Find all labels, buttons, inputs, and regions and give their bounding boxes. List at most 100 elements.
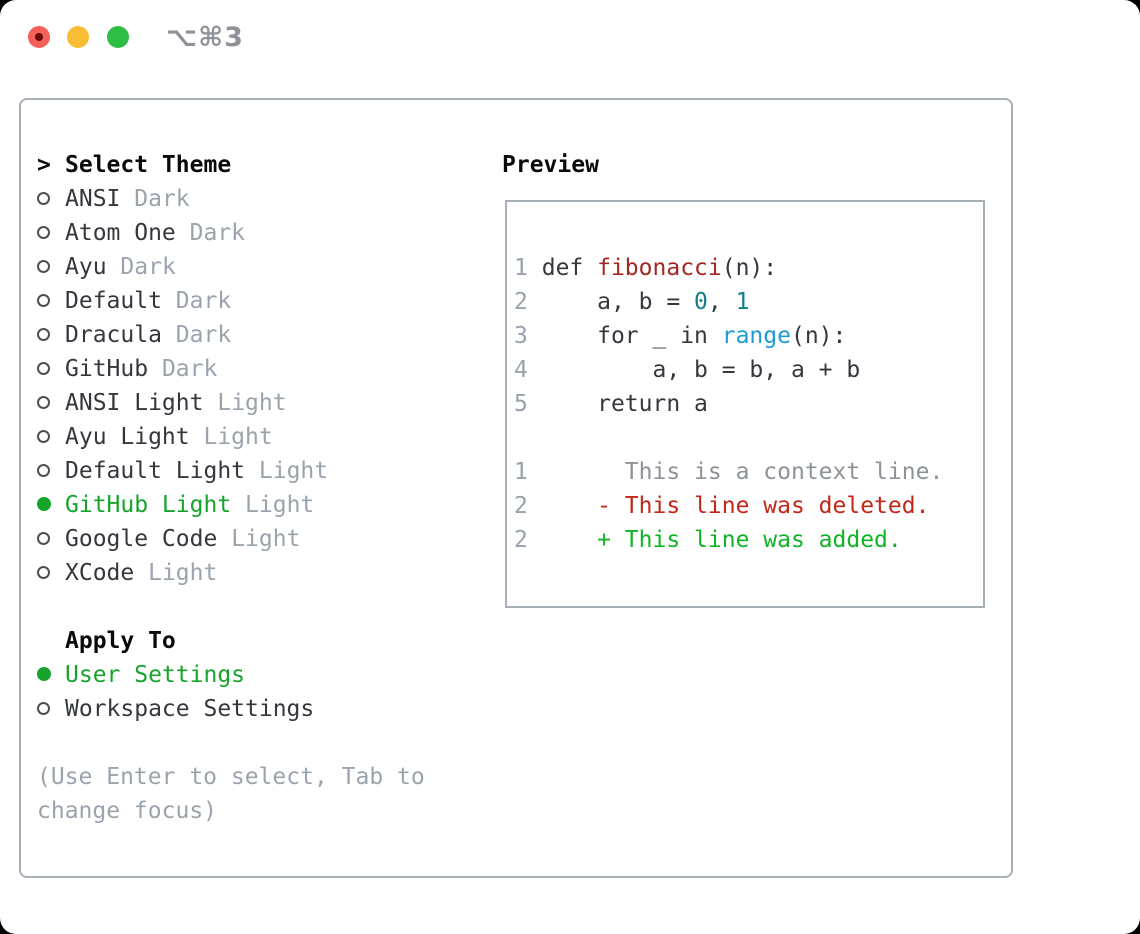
preview-title: Preview xyxy=(502,152,599,178)
hint-line-2: change focus) xyxy=(37,798,218,824)
radio-icon xyxy=(37,395,50,409)
apply-option-workspace-settings[interactable]: Workspace Settings xyxy=(37,692,425,726)
theme-variant-label: Light xyxy=(148,560,218,586)
theme-option-google-code[interactable]: Google Code Light xyxy=(37,522,425,556)
theme-option-label: Default xyxy=(65,288,162,314)
apply-to-title: Apply To xyxy=(65,628,176,654)
code-segment-code: (n): xyxy=(721,255,778,281)
keyboard-shortcut-label: ⌥⌘3 xyxy=(166,22,244,53)
theme-option-label: GitHub Light xyxy=(65,492,232,518)
radio-selected-icon xyxy=(37,667,51,681)
theme-variant-label: Light xyxy=(258,458,329,484)
theme-option-label: GitHub xyxy=(65,356,149,382)
code-segment-number: 0 xyxy=(694,289,708,315)
preview-code-line-9: 2 + This line was added. xyxy=(514,523,983,557)
code-segment-code: def xyxy=(541,255,598,281)
code-segment-code: return a xyxy=(541,391,708,417)
line-number: 3 xyxy=(514,323,528,349)
line-number: 2 xyxy=(514,527,528,553)
theme-variant-label: Light xyxy=(231,526,301,552)
radio-icon xyxy=(37,191,50,205)
preview-code-line-7: 1 This is a context line. xyxy=(514,455,983,489)
theme-option-label: Google Code xyxy=(65,526,218,552)
titlebar: ⌥⌘3 xyxy=(0,0,1140,74)
hint-line-1: (Use Enter to select, Tab to xyxy=(37,764,425,790)
apply-option-label: Workspace Settings xyxy=(65,696,315,722)
spacer xyxy=(37,590,425,624)
radio-icon xyxy=(37,327,50,341)
spacer xyxy=(37,726,425,760)
radio-icon xyxy=(37,225,50,239)
radio-icon xyxy=(37,293,50,307)
theme-option-default[interactable]: Default Dark xyxy=(37,284,425,318)
theme-option-ansi-light[interactable]: ANSI Light Light xyxy=(37,386,425,420)
radio-icon xyxy=(37,701,50,715)
line-number: 4 xyxy=(514,357,528,383)
line-number: 5 xyxy=(514,391,528,417)
theme-option-label: ANSI Light xyxy=(65,390,204,416)
preview-code-line-3: 3 for _ in range(n): xyxy=(514,319,983,353)
code-segment-code: for _ in xyxy=(541,323,722,349)
radio-icon xyxy=(37,429,50,443)
theme-option-label: Default Light xyxy=(65,458,246,484)
theme-option-dracula[interactable]: Dracula Dark xyxy=(37,318,425,352)
code-segment-function: fibonacci xyxy=(597,255,722,281)
code-segment-deleted: - This line was deleted. xyxy=(541,493,930,519)
radio-icon xyxy=(37,259,50,273)
apply-option-user-settings[interactable]: User Settings xyxy=(37,658,425,692)
theme-option-ansi[interactable]: ANSI Dark xyxy=(37,182,425,216)
preview-code-line-6 xyxy=(514,421,983,455)
radio-icon xyxy=(37,361,50,375)
line-number: 1 xyxy=(514,459,528,485)
theme-option-default-light[interactable]: Default Light Light xyxy=(37,454,425,488)
theme-option-ayu-light[interactable]: Ayu Light Light xyxy=(37,420,425,454)
theme-option-label: Atom One xyxy=(65,220,176,246)
close-button[interactable] xyxy=(28,26,50,48)
code-segment-code: (n): xyxy=(790,323,847,349)
theme-variant-label: Light xyxy=(203,424,273,450)
apply-option-label: User Settings xyxy=(65,662,246,688)
preview-code-line-4: 4 a, b = b, a + b xyxy=(514,353,983,387)
preview-code-line-1: 1 def fibonacci(n): xyxy=(514,251,983,285)
line-number: 2 xyxy=(514,289,528,315)
preview-code-line-2: 2 a, b = 0, 1 xyxy=(514,285,983,319)
apply-to-title-row: Apply To xyxy=(37,624,425,658)
theme-option-label: Ayu Light xyxy=(65,424,190,450)
minimize-button[interactable] xyxy=(67,26,89,48)
theme-variant-label: Dark xyxy=(120,254,176,280)
zoom-button[interactable] xyxy=(107,26,129,48)
theme-variant-label: Dark xyxy=(189,220,246,246)
theme-variant-label: Dark xyxy=(175,288,232,314)
code-segment-context: This is a context line. xyxy=(541,459,944,485)
theme-variant-label: Light xyxy=(217,390,287,416)
theme-variant-label: Light xyxy=(245,492,315,518)
theme-option-label: XCode xyxy=(65,560,135,586)
radio-icon xyxy=(37,531,50,545)
theme-option-ayu[interactable]: Ayu Dark xyxy=(37,250,425,284)
radio-selected-icon xyxy=(37,497,51,511)
theme-variant-label: Dark xyxy=(161,356,218,382)
line-number: 2 xyxy=(514,493,528,519)
theme-variant-label: Dark xyxy=(134,186,190,212)
radio-icon xyxy=(37,463,50,477)
preview-code-line-8: 2 - This line was deleted. xyxy=(514,489,983,523)
theme-list-title-row: >Select Theme xyxy=(37,148,425,182)
theme-option-label: Dracula xyxy=(65,322,162,348)
theme-option-xcode[interactable]: XCode Light xyxy=(37,556,425,590)
line-number: 1 xyxy=(514,255,528,281)
theme-option-atom-one[interactable]: Atom One Dark xyxy=(37,216,425,250)
theme-option-label: ANSI xyxy=(65,186,121,212)
theme-option-github-light[interactable]: GitHub Light Light xyxy=(37,488,425,522)
theme-list-title: Select Theme xyxy=(65,152,232,178)
code-segment-code: a, b = xyxy=(541,289,695,315)
theme-variant-label: Dark xyxy=(175,322,232,348)
theme-option-github[interactable]: GitHub Dark xyxy=(37,352,425,386)
preview-code-line-5: 5 return a xyxy=(514,387,983,421)
radio-icon xyxy=(37,565,50,579)
